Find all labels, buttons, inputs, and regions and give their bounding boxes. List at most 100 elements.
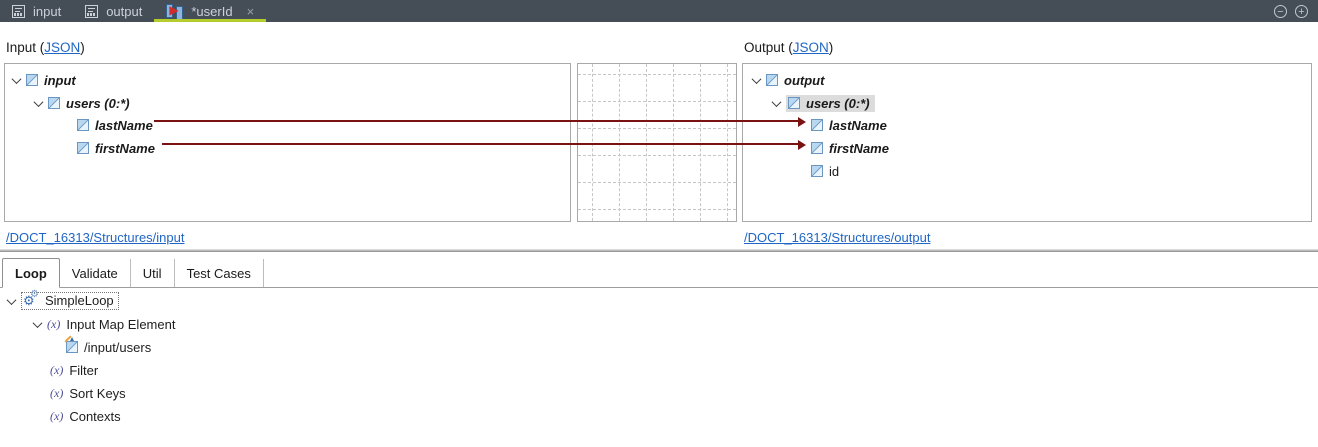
output-structure-link[interactable]: /DOCT_16313/Structures/output (744, 230, 931, 245)
tree-label: users (0:*) (66, 95, 130, 111)
bottom-tab-bar: Loop Validate Util Test Cases (0, 256, 1318, 288)
tab-userid[interactable]: ▶ *userId × (154, 0, 267, 22)
focus-outline: ⚙⚙ SimpleLoop (21, 289, 119, 310)
tree-label: Sort Keys (69, 385, 126, 401)
tree-row-input[interactable]: input (11, 70, 76, 90)
tab-input-label: input (33, 3, 62, 19)
chevron-down-icon[interactable] (11, 73, 22, 84)
grid-line (700, 64, 701, 221)
grid-line (673, 64, 674, 221)
chevron-down-icon[interactable] (771, 96, 782, 107)
tree-row-users[interactable]: users (0:*) (33, 93, 130, 113)
tree-label: lastName (95, 117, 153, 133)
output-header-text: ) (828, 40, 834, 55)
grid-line (578, 74, 736, 75)
gears-icon: ⚙⚙ (23, 289, 39, 308)
input-section-header: Input (JSON) (6, 40, 85, 55)
horizontal-splitter[interactable] (0, 249, 1318, 252)
chevron-down-icon[interactable] (751, 73, 762, 84)
chevron-down-icon[interactable] (33, 96, 44, 107)
tab-test-cases-label: Test Cases (186, 266, 251, 281)
output-tree-panel: output users (0:*) lastName firstName id (742, 63, 1312, 222)
element-icon (48, 97, 60, 109)
tree-row-users-selected[interactable]: users (0:*) (771, 93, 875, 113)
input-json-link[interactable]: JSON (44, 40, 81, 55)
view-controls: − + (1274, 0, 1318, 22)
grid-line (578, 128, 736, 129)
element-icon (811, 142, 823, 154)
mapping-line-firstname[interactable] (162, 143, 799, 145)
selected-row-highlight: users (0:*) (786, 94, 875, 112)
close-icon[interactable]: × (246, 3, 255, 19)
tree-row-input-map-element[interactable]: (x) Input Map Element (32, 314, 176, 334)
tree-label: Input Map Element (66, 316, 176, 332)
tab-loop[interactable]: Loop (2, 258, 60, 288)
grid-line (727, 64, 728, 221)
tree-label: SimpleLoop (45, 293, 114, 308)
input-header-text: ) (80, 40, 85, 55)
tab-loop-label: Loop (15, 266, 47, 281)
tab-util[interactable]: Util (131, 259, 175, 287)
input-structure-link[interactable]: /DOCT_16313/Structures/input (6, 230, 185, 245)
output-header-text: Output ( (744, 40, 793, 55)
function-icon: (x) (50, 362, 64, 377)
grid-line (578, 182, 736, 183)
tab-test-cases[interactable]: Test Cases (175, 259, 264, 287)
tree-row-contexts[interactable]: (x) Contexts (50, 406, 121, 426)
function-icon: (x) (47, 316, 61, 331)
element-icon (77, 119, 89, 131)
tree-row-id[interactable]: id (811, 161, 839, 181)
structure-icon (85, 4, 99, 18)
tab-input[interactable]: input (0, 0, 73, 22)
grid-line (619, 64, 620, 221)
tree-row-sort-keys[interactable]: (x) Sort Keys (50, 383, 126, 403)
transform-canvas[interactable] (577, 63, 737, 222)
editor-tab-bar: input output ▶ *userId × − + (0, 0, 1318, 22)
mapped-element-icon (64, 335, 78, 353)
maximize-icon[interactable]: + (1295, 4, 1308, 18)
element-icon (26, 74, 38, 86)
tab-output-label: output (106, 3, 143, 19)
tree-row-lastname[interactable]: lastName (811, 115, 887, 135)
tree-label: output (784, 72, 825, 88)
tree-row-simpleloop[interactable]: ⚙⚙ SimpleLoop (6, 289, 119, 311)
active-tab-underline (154, 19, 267, 22)
structure-icon (12, 4, 25, 18)
tab-userid-label: *userId (191, 3, 233, 19)
element-icon (788, 97, 800, 109)
tab-util-label: Util (142, 266, 162, 281)
element-icon (77, 142, 89, 154)
tree-label: firstName (95, 140, 155, 156)
grid-line (578, 155, 736, 156)
tree-label: /input/users (84, 339, 152, 355)
tree-label: id (829, 163, 840, 179)
minimize-icon[interactable]: − (1274, 4, 1287, 18)
tree-label: Filter (69, 362, 99, 378)
tree-row-input-users-path[interactable]: /input/users (64, 335, 152, 357)
element-icon (811, 119, 823, 131)
tree-label: lastName (829, 117, 887, 133)
grid-line (592, 64, 593, 221)
element-icon (811, 165, 823, 177)
tree-label: users (0:*) (806, 95, 870, 111)
function-icon: (x) (50, 385, 64, 400)
tree-label: Contexts (69, 408, 121, 424)
tree-row-lastname[interactable]: lastName (77, 115, 153, 135)
grid-line (578, 209, 736, 210)
mapping-arrowhead (798, 140, 806, 150)
chevron-down-icon[interactable] (32, 317, 43, 328)
tree-row-output[interactable]: output (751, 70, 825, 90)
tab-output[interactable]: output (73, 0, 154, 22)
tab-validate[interactable]: Validate (60, 259, 131, 287)
tree-row-firstname[interactable]: firstName (77, 138, 155, 158)
tree-row-filter[interactable]: (x) Filter (50, 360, 98, 380)
element-icon (766, 74, 778, 86)
mapping-line-lastname[interactable] (154, 120, 799, 122)
tree-row-firstname[interactable]: firstName (811, 138, 889, 158)
grid-line (578, 101, 736, 102)
chevron-down-icon[interactable] (6, 294, 17, 305)
tab-validate-label: Validate (71, 266, 118, 281)
output-json-link[interactable]: JSON (792, 40, 829, 55)
input-header-text: Input ( (6, 40, 45, 55)
mapping-arrowhead (798, 117, 806, 127)
